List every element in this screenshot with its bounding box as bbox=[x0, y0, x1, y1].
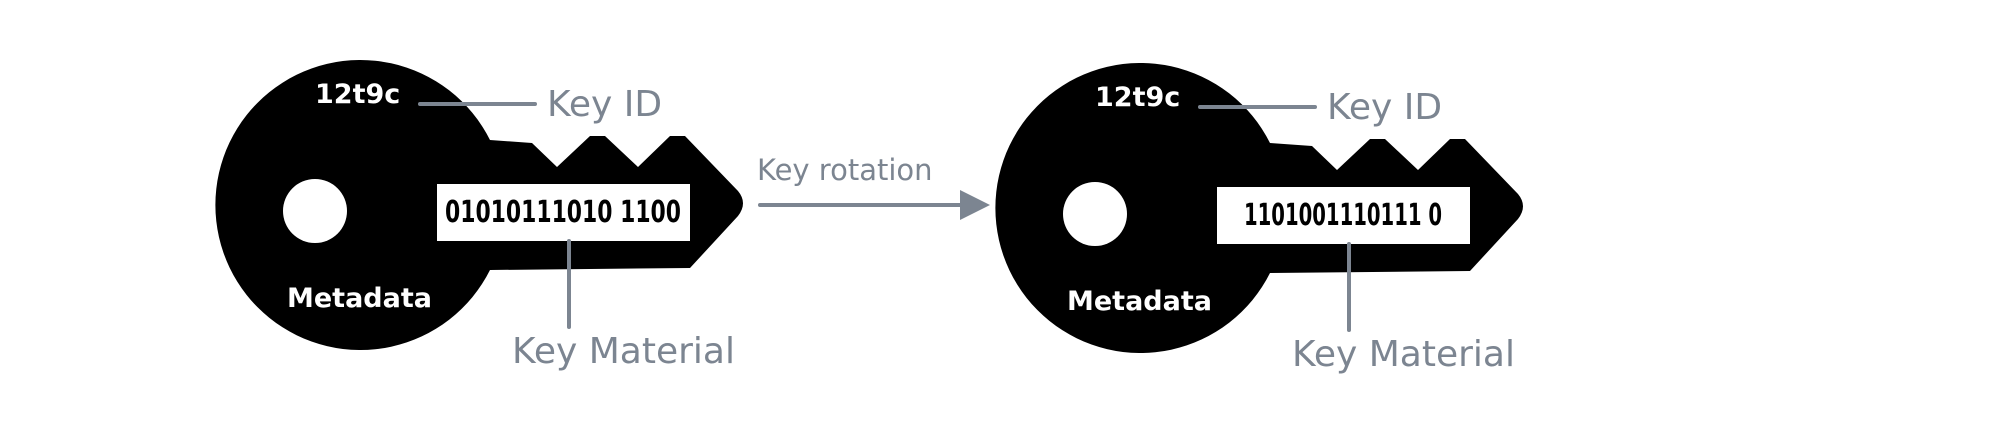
key-material-box bbox=[1217, 187, 1470, 244]
key-after-rotation: 1101001110111 0 12t9c Metadata Key ID Ke… bbox=[995, 63, 1523, 375]
rotation-arrow: Key rotation bbox=[757, 153, 990, 220]
key-hole bbox=[283, 179, 347, 243]
key-material-label: Key Material bbox=[1292, 334, 1515, 375]
key-id-value: 12t9c bbox=[1095, 82, 1180, 113]
key-material-value: 01010111010 1100 bbox=[445, 195, 681, 230]
metadata-label: Metadata bbox=[287, 283, 432, 314]
key-id-label: Key ID bbox=[547, 84, 662, 125]
metadata-label: Metadata bbox=[1067, 286, 1212, 317]
key-id-value: 12t9c bbox=[315, 79, 400, 110]
key-material-box bbox=[437, 184, 690, 241]
arrow-label: Key rotation bbox=[757, 153, 933, 187]
key-before-rotation: 01010111010 1100 12t9c Metadata Key ID K… bbox=[215, 60, 744, 372]
key-hole bbox=[1063, 182, 1127, 246]
key-material-label: Key Material bbox=[512, 331, 735, 372]
key-id-label: Key ID bbox=[1327, 87, 1442, 128]
arrow-head-icon bbox=[960, 190, 990, 220]
key-material-value: 1101001110111 0 bbox=[1244, 198, 1442, 233]
